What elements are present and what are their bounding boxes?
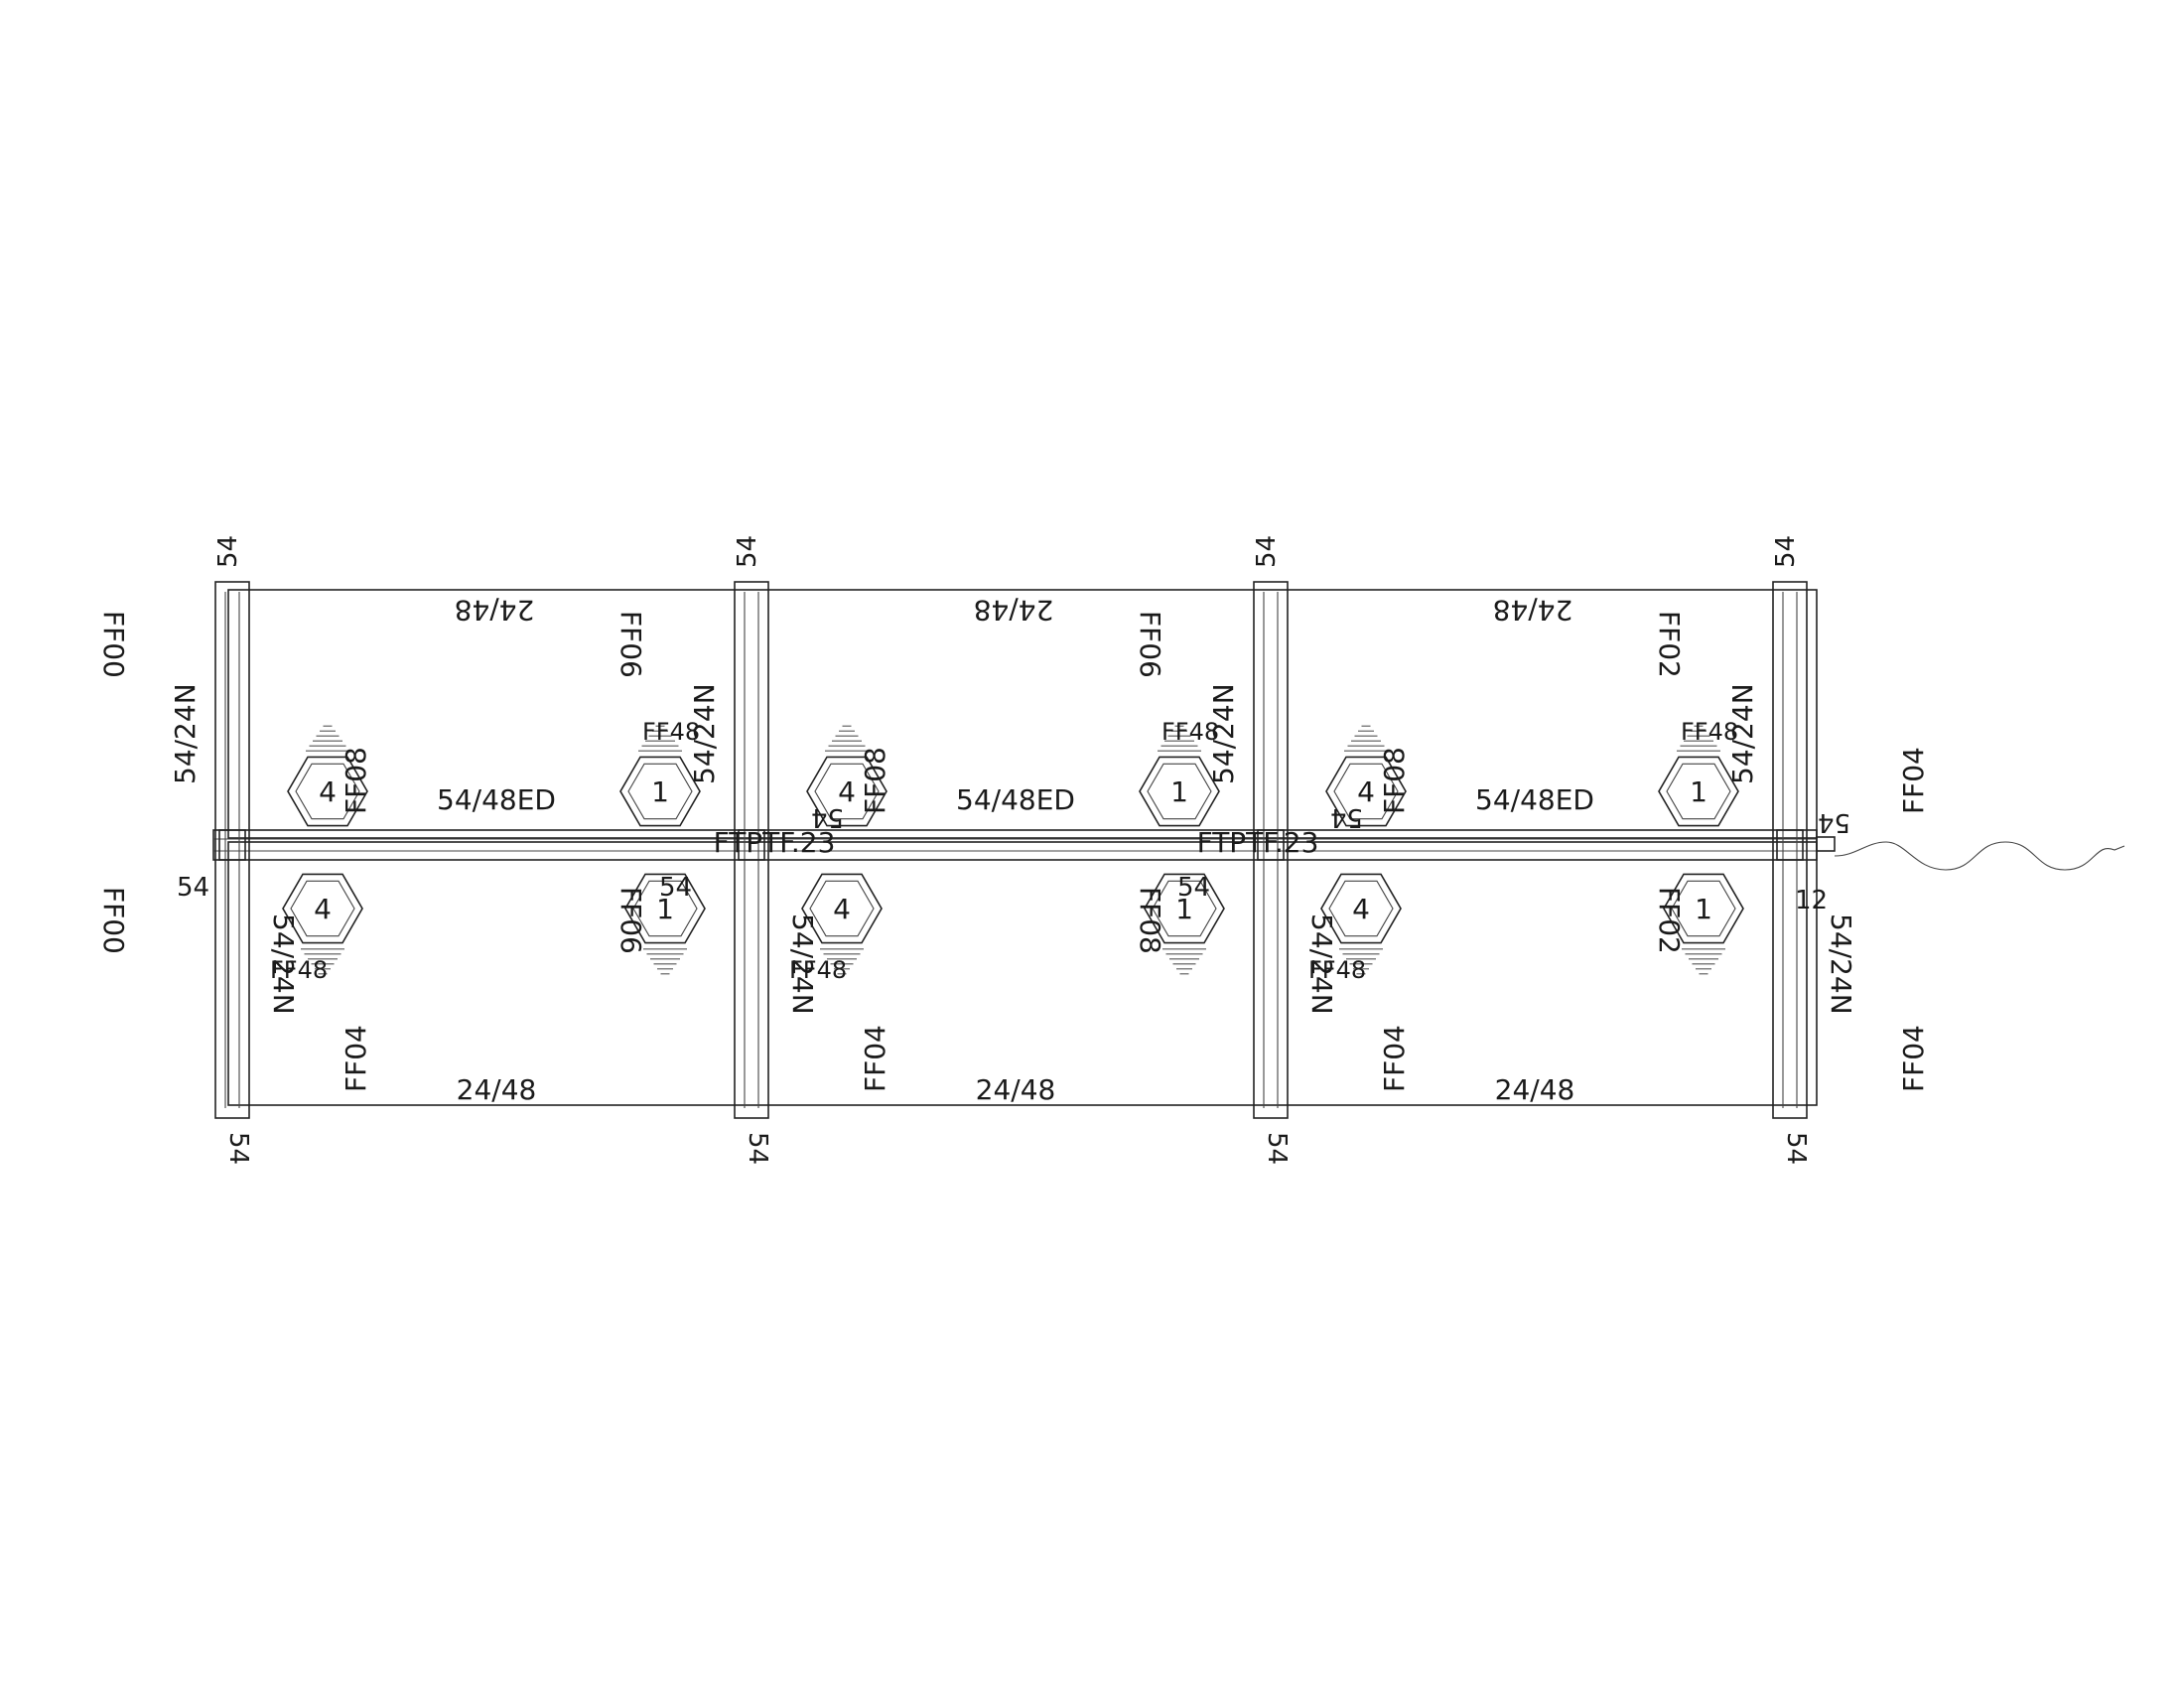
end-panel-label-top-1: 54/24N	[169, 683, 202, 784]
end-panel-label-bottom-1: 54/24N	[267, 914, 300, 1015]
pedestal-top-right-3-label: 1	[1690, 775, 1707, 808]
ff-code-bay1-bottom: FF06	[614, 887, 647, 954]
spine-post-label-1: 54	[177, 873, 209, 903]
pedestal-top-left-3: 4	[1325, 725, 1407, 827]
pedestal-bottom-right-3: 1	[1663, 873, 1744, 975]
post-group	[214, 581, 1808, 1119]
ff-code-small-4: FF48	[270, 956, 328, 984]
pedestal-top-left-1-label: 4	[319, 775, 337, 808]
ff-code-bay3-bottom: FF02	[1653, 887, 1686, 954]
bottom-panel-label-3: 24/48	[1495, 1073, 1575, 1106]
bottom-panel-label-2: 24/48	[976, 1073, 1056, 1106]
post-4	[1772, 581, 1808, 1119]
end-panel-label-top-4: 54/24N	[1726, 683, 1759, 784]
top-row-frame	[227, 589, 1818, 1106]
ff-code-left-top: FF00	[97, 611, 130, 678]
post-1	[214, 581, 250, 1119]
bottom-panel-label-1: 24/48	[457, 1073, 537, 1106]
spine-post-label-6: 54	[1330, 802, 1363, 832]
worksurface-label-3: 54/48ED	[1475, 783, 1594, 816]
ff-code-small-6: FF48	[1308, 956, 1366, 984]
pedestal-bottom-left-1-label: 4	[314, 893, 332, 925]
spine-post-label-4: 54	[1818, 807, 1850, 837]
ff-code-ped3-bottom: FF04	[1378, 1025, 1411, 1092]
pedestal-bottom-left-3: 4	[1320, 873, 1402, 975]
pedestal-top-left-1: 4	[287, 725, 368, 827]
pedestal-bottom-right-1-label: 1	[656, 893, 674, 925]
pedestal-bottom-left-1: 4	[282, 873, 363, 975]
post-label-top-4: 54	[1771, 535, 1801, 568]
ff-code-ped1-top: FF08	[340, 747, 372, 814]
post-label-top-3: 54	[1252, 535, 1282, 568]
end-panel-label-top-2: 54/24N	[688, 683, 721, 784]
pedestal-bottom-right-1: 1	[624, 873, 706, 975]
spine-post-label-3: 54	[1177, 873, 1210, 903]
power-whip-cable	[1834, 841, 2125, 871]
ff-code-small-2: FF48	[1161, 718, 1219, 746]
post-label-top-2: 54	[733, 535, 762, 568]
pedestal-top-left-2: 4	[806, 725, 887, 827]
post-label-bottom-4: 54	[1781, 1132, 1811, 1165]
ff-code-right-bottom: FF04	[1897, 1025, 1930, 1092]
spine-beam	[212, 829, 1836, 861]
end-panel-label-bottom-3: 54/24N	[1305, 914, 1338, 1015]
ff-code-right-top: FF04	[1897, 747, 1930, 814]
pedestal-group: 4 1 4 1 4 1 4 1 4 1 4 1	[282, 725, 1744, 975]
post-label-top-1: 54	[213, 535, 243, 568]
pedestal-bottom-right-2: 1	[1144, 873, 1225, 975]
ff-code-ped2-top: FF08	[859, 747, 891, 814]
ff-code-left-bottom: FF00	[97, 887, 130, 954]
end-panel-label-bottom-4: 54/24N	[1825, 914, 1857, 1015]
pedestal-top-right-1-label: 1	[651, 775, 669, 808]
spine-connector-label-1: FTPTF.23	[714, 826, 836, 859]
post-3	[1253, 581, 1289, 1119]
ff-code-bay3-top: FF02	[1653, 611, 1686, 678]
post-label-bottom-2: 54	[743, 1132, 772, 1165]
spine-post-label-2: 54	[659, 873, 692, 903]
ff-code-ped1-bottom: FF04	[340, 1025, 372, 1092]
top-panel-label-2: 24/48	[974, 594, 1054, 627]
end-panel-label-bottom-2: 54/24N	[786, 914, 819, 1015]
post-label-bottom-1: 54	[223, 1132, 253, 1165]
pedestal-top-right-2-label: 1	[1170, 775, 1188, 808]
pedestal-bottom-right-3-label: 1	[1695, 893, 1712, 925]
pedestal-bottom-left-2-label: 4	[833, 893, 851, 925]
top-panel-label-3: 24/48	[1493, 594, 1573, 627]
end-cap-code: 12	[1795, 886, 1828, 915]
ff-code-ped3-top: FF08	[1378, 747, 1411, 814]
spine-connector-label-2: FTPTF.23	[1197, 826, 1319, 859]
spine-post-label-5: 54	[811, 802, 844, 832]
pedestal-top-left-2-label: 4	[838, 775, 856, 808]
ff-code-bay2-top: FF06	[1134, 611, 1166, 678]
pedestal-top-right-3: 1	[1658, 725, 1739, 827]
ff-code-ped2-bottom: FF04	[859, 1025, 891, 1092]
ff-code-small-5: FF48	[789, 956, 847, 984]
worksurface-label-2: 54/48ED	[956, 783, 1075, 816]
post-label-bottom-3: 54	[1262, 1132, 1292, 1165]
ff-code-small-3: FF48	[1681, 718, 1738, 746]
post-2	[734, 581, 769, 1119]
ff-code-bay1-top: FF06	[614, 611, 647, 678]
ff-code-bay2-bottom: FF08	[1134, 887, 1166, 954]
pedestal-top-right-2: 1	[1139, 725, 1220, 827]
top-panel-label-1: 24/48	[455, 594, 535, 627]
pedestal-bottom-right-2-label: 1	[1175, 893, 1193, 925]
worksurface-label-1: 54/48ED	[437, 783, 556, 816]
pedestal-bottom-left-2: 4	[801, 873, 883, 975]
end-panel-label-top-3: 54/24N	[1207, 683, 1240, 784]
pedestal-bottom-left-3-label: 4	[1352, 893, 1370, 925]
pedestal-top-right-1: 1	[619, 725, 701, 827]
ff-code-small-1: FF48	[642, 718, 700, 746]
pedestal-top-left-3-label: 4	[1357, 775, 1375, 808]
